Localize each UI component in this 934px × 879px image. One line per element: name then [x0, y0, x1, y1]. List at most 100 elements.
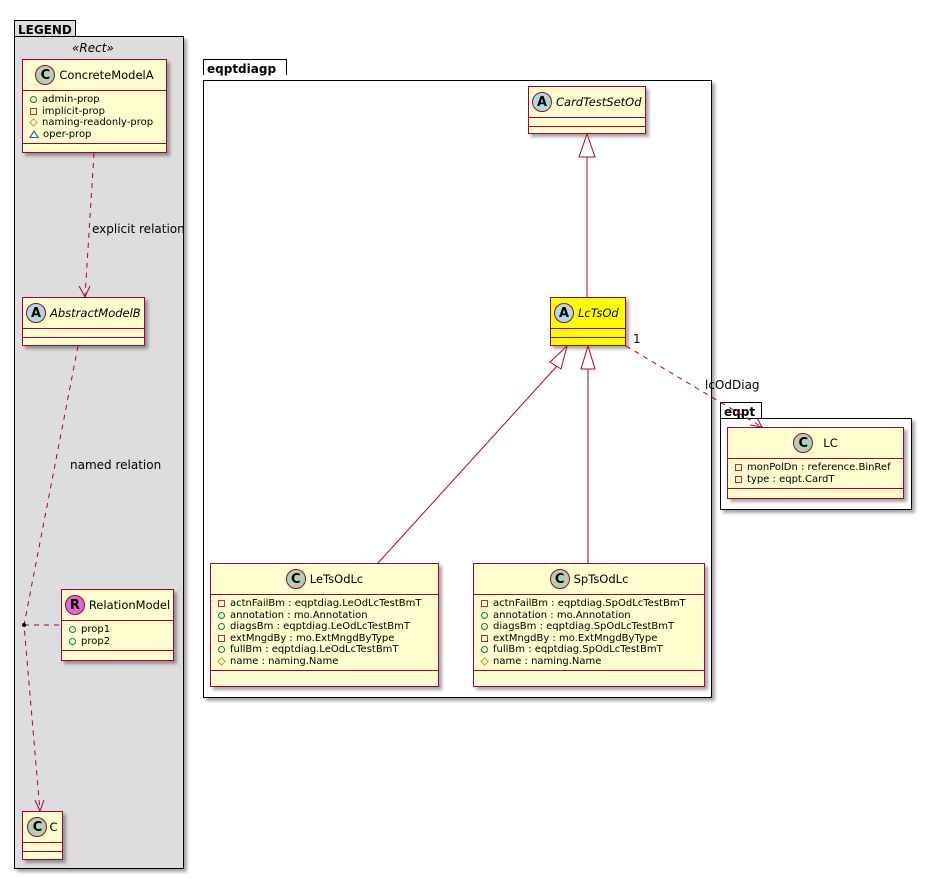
class-header: A CardTestSetOd — [529, 87, 645, 118]
relation-junction-dot — [22, 623, 26, 627]
attribute-text: diagsBm : eqptdiag.SpOdLcTestBmT — [493, 621, 675, 633]
class-name: SpTsOdLc — [573, 572, 629, 586]
attribute-row: annotation : mo.Annotation — [480, 610, 698, 622]
attribute-list: actnFailBm : eqptdiag.LeOdLcTestBmT anno… — [211, 595, 438, 671]
attribute-text: diagsBm : eqptdiag.LeOdLcTestBmT — [230, 621, 410, 633]
attribute-text: prop1 — [81, 624, 111, 636]
legend-stereotype: «Rect» — [72, 41, 114, 55]
attribute-text: name : naming.Name — [230, 655, 339, 667]
attribute-section — [23, 843, 62, 852]
lcoddiag-edge — [625, 345, 763, 428]
attribute-row: diagsBm : eqptdiag.SpOdLcTestBmT — [480, 621, 698, 633]
class-le-ts-od-lc[interactable]: C LeTsOdLc actnFailBm : eqptdiag.LeOdLcT… — [210, 563, 439, 687]
legend-package-body — [14, 36, 184, 869]
class-header: C C — [23, 812, 62, 843]
public-visibility-icon — [218, 611, 225, 619]
public-visibility-icon — [481, 646, 488, 654]
class-c[interactable]: C C — [22, 811, 63, 860]
attribute-row: type : eqpt.CardT — [734, 474, 897, 486]
class-card-test-set-od[interactable]: A CardTestSetOd — [528, 86, 646, 134]
class-lc[interactable]: C LC monPolDn : reference.BinRef type : … — [727, 427, 904, 499]
private-visibility-icon — [481, 600, 488, 608]
attribute-list: prop1 prop2 — [62, 621, 173, 651]
private-visibility-icon — [481, 634, 488, 642]
public-visibility-icon — [481, 623, 488, 631]
attribute-text: fullBm : eqptdiag.SpOdLcTestBmT — [493, 644, 663, 656]
named-relation-edge — [23, 345, 79, 812]
attribute-list: actnFailBm : eqptdiag.SpOdLcTestBmT anno… — [474, 595, 704, 671]
private-visibility-icon — [218, 634, 225, 642]
public-visibility-icon — [218, 623, 225, 631]
explicit-relation-label: explicit relation — [92, 222, 185, 236]
public-visibility-icon — [218, 646, 225, 654]
public-visibility-icon — [69, 626, 76, 634]
attribute-row: admin-prop — [29, 94, 160, 106]
public-visibility-icon — [30, 96, 37, 104]
relation-label-lcoddiag: lcOdDiag — [705, 378, 760, 392]
class-name: RelationModel — [88, 598, 171, 612]
attribute-text: annotation : mo.Annotation — [493, 609, 631, 621]
class-spot-icon: C — [285, 569, 306, 589]
generalization-arrow-icon — [578, 132, 596, 158]
class-spot-icon: C — [549, 569, 570, 589]
attribute-row: implicit-prop — [29, 106, 160, 118]
attribute-row: annotation : mo.Annotation — [217, 610, 432, 622]
attribute-text: actnFailBm : eqptdiag.LeOdLcTestBmT — [230, 598, 422, 610]
class-lc-ts-od[interactable]: A LcTsOd — [550, 297, 626, 346]
attribute-text: extMngdBy : mo.ExtMngdByType — [493, 632, 658, 644]
class-name: C — [49, 820, 58, 834]
attribute-row: extMngdBy : mo.ExtMngdByType — [217, 633, 432, 645]
class-header: A AbstractModelB — [23, 298, 144, 329]
attribute-text: fullBm : eqptdiag.LeOdLcTestBmT — [230, 644, 399, 656]
attribute-row: prop1 — [68, 624, 167, 636]
class-abstract-model-b[interactable]: A AbstractModelB — [22, 297, 145, 346]
attribute-row: naming-readonly-prop — [29, 117, 160, 129]
relation-spot-icon: R — [64, 595, 85, 615]
arrowhead-icon — [749, 417, 763, 428]
private-visibility-icon — [218, 600, 225, 608]
private-visibility-icon — [735, 475, 742, 483]
class-header: C LC — [728, 428, 903, 459]
class-header: C ConcreteModelA — [23, 60, 166, 91]
attribute-row: extMngdBy : mo.ExtMngdByType — [480, 633, 698, 645]
class-concrete-model-a[interactable]: C ConcreteModelA admin-prop implicit-pro… — [22, 59, 167, 153]
named-relation-label: named relation — [70, 458, 162, 472]
attribute-list: monPolDn : reference.BinRef type : eqpt.… — [728, 459, 903, 489]
attribute-text: monPolDn : reference.BinRef — [747, 462, 891, 474]
attribute-row: monPolDn : reference.BinRef — [734, 462, 897, 474]
attribute-text: prop2 — [81, 635, 111, 647]
attribute-text: naming-readonly-prop — [42, 117, 154, 129]
arrowhead-icon — [34, 799, 45, 813]
attribute-text: admin-prop — [42, 94, 100, 106]
class-name: LeTsOdLc — [309, 572, 364, 586]
class-header: C LeTsOdLc — [211, 564, 438, 595]
attribute-text: extMngdBy : mo.ExtMngdByType — [230, 632, 395, 644]
attribute-row: oper-prop — [29, 129, 160, 141]
generalization-edge — [377, 365, 558, 564]
attribute-row: name : naming.Name — [480, 656, 698, 668]
attribute-row: actnFailBm : eqptdiag.LeOdLcTestBmT — [217, 598, 432, 610]
package-visibility-icon — [29, 130, 39, 139]
attribute-section — [529, 118, 645, 127]
explicit-relation-edge — [84, 152, 95, 298]
abstract-spot-icon: A — [26, 303, 46, 323]
private-visibility-icon — [30, 107, 37, 115]
class-name: CardTestSetOd — [556, 95, 642, 109]
legend-package-tab: LEGEND — [14, 20, 76, 37]
attribute-row: actnFailBm : eqptdiag.SpOdLcTestBmT — [480, 598, 698, 610]
generalization-arrow-icon — [580, 344, 596, 370]
attribute-section — [23, 329, 144, 338]
class-sp-ts-od-lc[interactable]: C SpTsOdLc actnFailBm : eqptdiag.SpOdLcT… — [473, 563, 705, 687]
class-relation-model[interactable]: R RelationModel prop1 prop2 — [61, 589, 174, 661]
abstract-spot-icon: A — [532, 92, 552, 112]
class-spot-icon: C — [35, 65, 56, 85]
attribute-list: admin-prop implicit-prop naming-readonly… — [23, 91, 166, 144]
class-name: LC — [823, 436, 838, 450]
class-spot-icon: C — [793, 433, 814, 453]
attribute-text: type : eqpt.CardT — [747, 473, 835, 485]
class-name: AbstractModelB — [50, 306, 141, 320]
attribute-text: implicit-prop — [42, 105, 105, 117]
public-visibility-icon — [69, 637, 76, 645]
attribute-text: actnFailBm : eqptdiag.SpOdLcTestBmT — [493, 598, 686, 610]
